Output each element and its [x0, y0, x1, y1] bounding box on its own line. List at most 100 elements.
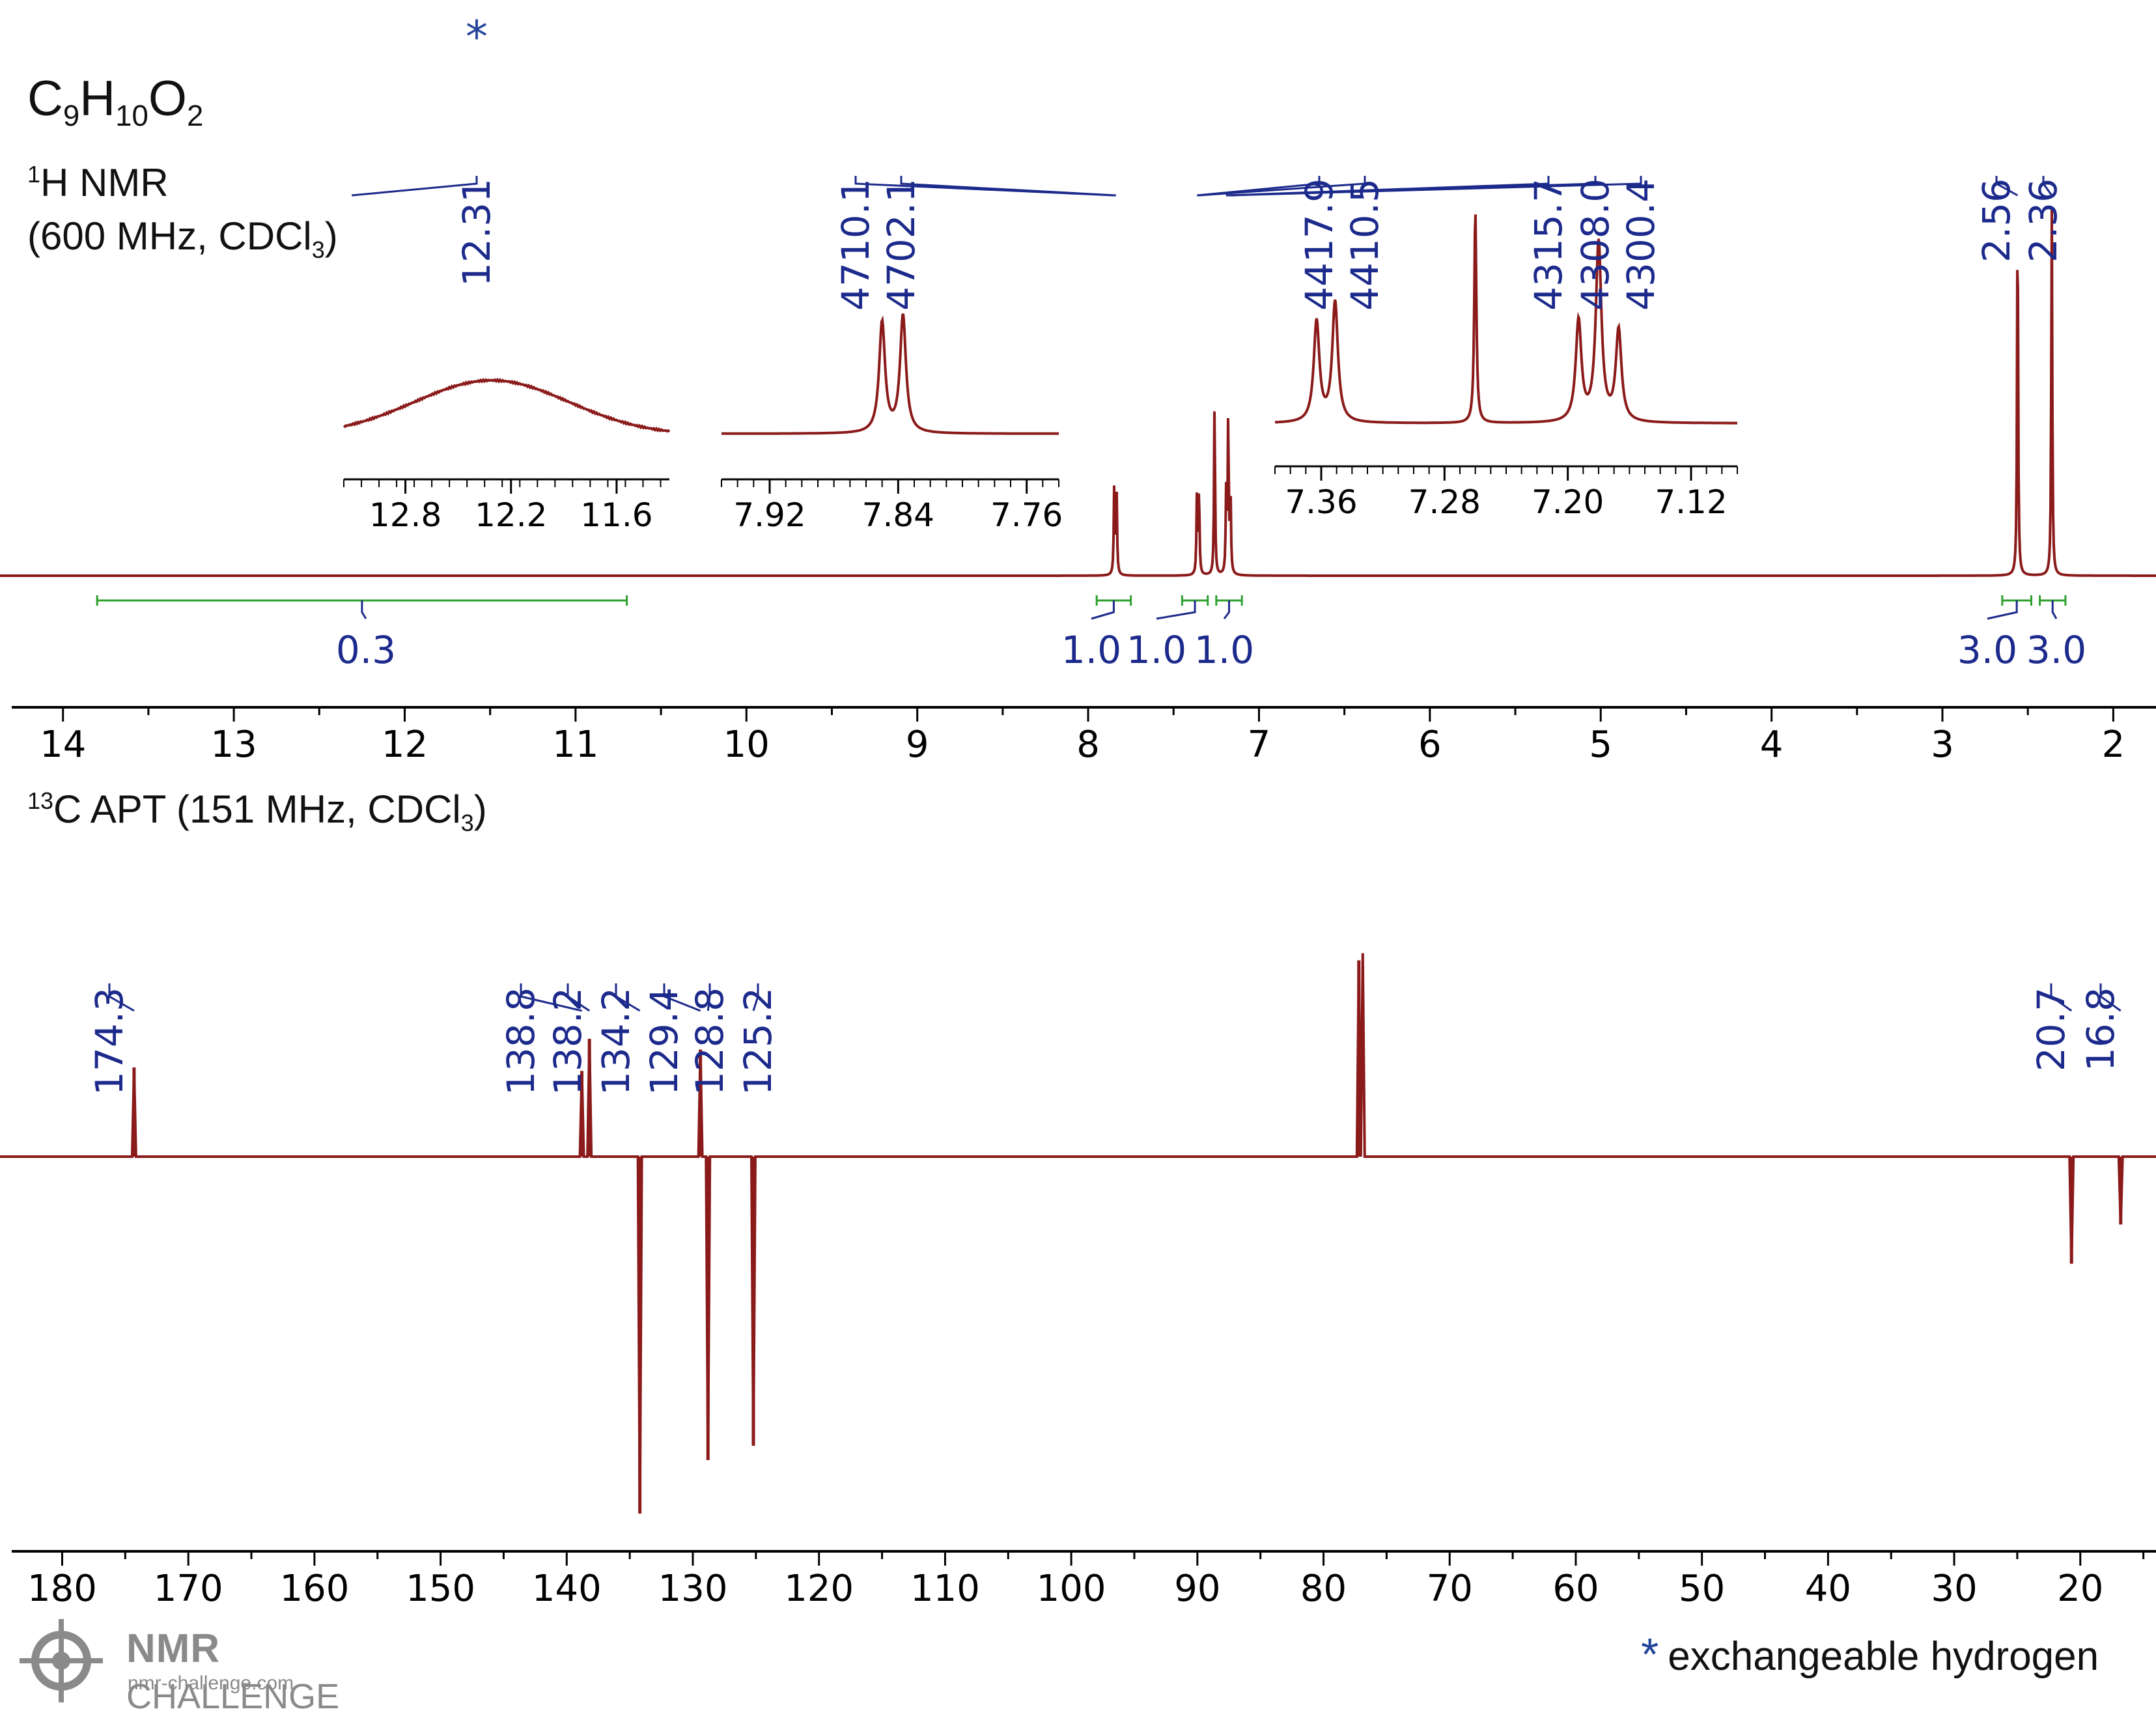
integral-leader	[1987, 600, 2018, 620]
integral-leader	[2051, 600, 2058, 619]
c-tick-label: 80	[1300, 1568, 1347, 1610]
c-spectrum-trace	[0, 953, 2156, 1514]
h-spectrum-trace	[0, 209, 2156, 577]
c-tick-label: 70	[1427, 1568, 1473, 1610]
integral-value: 3.0	[1957, 628, 2017, 672]
c-peak-leader	[567, 983, 591, 1012]
c-tick-label: 140	[532, 1568, 602, 1610]
h-peak-leader	[1197, 176, 1321, 197]
c-tick-label: 50	[1679, 1568, 1725, 1610]
inset-1-tick-label: 12.8	[369, 496, 441, 534]
integral-leader	[1156, 600, 1196, 620]
integral-value: 1.0	[1127, 628, 1186, 672]
c-peak-label: 134.2	[594, 987, 638, 1095]
c-peak-label: 138.2	[546, 987, 590, 1095]
inset-3-tick-label: 7.12	[1655, 483, 1727, 521]
inset-2-tick-label: 7.92	[733, 496, 805, 534]
c-tick-label: 60	[1552, 1568, 1599, 1610]
h-tick-label: 13	[210, 724, 257, 766]
h-tick-label: 2	[2102, 724, 2125, 766]
h-tick-label: 10	[723, 724, 770, 766]
h-peak-label: 4315.7	[1526, 178, 1571, 311]
c-apt-title: 13C APT (151 MHz, CDCl3)	[27, 787, 487, 836]
c-peak-leader	[707, 983, 711, 1011]
c-tick-label: 100	[1037, 1568, 1106, 1610]
inset-1-trace	[343, 378, 671, 433]
h-peak-label: 12.31	[455, 178, 499, 287]
legend-star: *	[1641, 1629, 1659, 1680]
c-peak-label: 16.8	[2079, 987, 2123, 1071]
c-peak-label: 129.4	[642, 987, 686, 1095]
integral-value: 0.3	[336, 628, 396, 672]
c-peak-label: 20.7	[2029, 987, 2073, 1071]
h-peak-leader	[1225, 176, 1550, 197]
c-tick-label: 110	[910, 1568, 980, 1610]
c-tick-label: 20	[2057, 1568, 2103, 1610]
c-peak-leader	[663, 983, 701, 1012]
c-peak-label: 138.8	[499, 987, 543, 1095]
h-peak-leader	[352, 176, 478, 197]
exchangeable-legend: *exchangeable hydrogen	[1641, 1628, 2099, 1680]
exchangeable-star: *	[466, 12, 488, 63]
h-nmr-title: 1H NMR	[27, 161, 169, 204]
integral-value: 3.0	[2026, 628, 2086, 672]
c-peak-leader	[752, 983, 759, 1011]
c-peak-leader	[108, 983, 135, 1012]
h-peak-leader	[900, 176, 1116, 197]
h-peak-label: 4308.0	[1573, 178, 1617, 311]
c-tick-label: 180	[27, 1568, 97, 1610]
inset-3-tick-label: 7.36	[1285, 483, 1357, 521]
integral-leader	[361, 600, 367, 619]
h-tick-label: 8	[1076, 724, 1100, 766]
h-peak-label: 4410.5	[1343, 178, 1387, 311]
h-tick-label: 9	[906, 724, 929, 766]
inset-3-tick-label: 7.20	[1532, 483, 1604, 521]
inset-2-trace	[721, 313, 1059, 435]
c-tick-label: 170	[154, 1568, 223, 1610]
h-tick-label: 4	[1760, 724, 1784, 766]
integral-leader	[1091, 600, 1115, 620]
legend-text: exchangeable hydrogen	[1668, 1634, 2099, 1679]
h-peak-label: 2.56	[1974, 178, 2019, 262]
inset-1-tick-label: 11.6	[580, 496, 652, 534]
c-peak-label: 174.3	[87, 987, 132, 1095]
integral-leader	[1223, 600, 1231, 619]
c-peak-leader	[615, 983, 641, 1012]
h-tick-label: 3	[1931, 724, 1954, 766]
nmr-challenge-logo: NMR CHALLENGE nmr-challenge.com	[14, 1614, 353, 1716]
c-peak-leader	[2050, 983, 2073, 1012]
h-peak-leader	[1995, 176, 2019, 197]
h-tick-label: 7	[1248, 724, 1271, 766]
h-tick-label: 11	[552, 724, 598, 766]
c-peak-label: 125.2	[736, 987, 780, 1095]
h-tick-label: 12	[382, 724, 428, 766]
integral-value: 1.0	[1194, 628, 1254, 672]
integral-value: 1.0	[1061, 628, 1121, 672]
h-peak-label: 4417.9	[1297, 178, 1341, 311]
h-peak-label: 4710.1	[833, 178, 878, 311]
inset-1-tick-label: 12.2	[475, 496, 547, 534]
molecular-formula: C9H10O2	[27, 71, 204, 133]
logo-url: nmr-challenge.com	[128, 1672, 294, 1694]
h-peak-leader	[1199, 176, 1366, 197]
h-tick-label: 14	[40, 724, 86, 766]
inset-3-trace	[1275, 214, 1737, 425]
c-tick-label: 120	[784, 1568, 854, 1610]
c-tick-label: 160	[279, 1568, 349, 1610]
c-tick-label: 150	[406, 1568, 475, 1610]
c-peak-leader	[2099, 983, 2121, 1012]
h-peak-leader	[2042, 176, 2053, 196]
c-tick-label: 40	[1805, 1568, 1851, 1610]
inset-2-tick-label: 7.84	[862, 496, 934, 534]
c-peak-label: 128.8	[688, 987, 732, 1095]
h-peak-label: 4300.4	[1619, 178, 1663, 311]
inset-2-tick-label: 7.76	[990, 496, 1063, 534]
h-peak-leader	[1230, 176, 1642, 197]
h-nmr-conditions: (600 MHz, CDCl3)	[27, 214, 338, 263]
h-peak-label: 2.36	[2021, 178, 2065, 262]
logo-brand: NMR CHALLENGE	[126, 1626, 340, 1716]
c-tick-label: 90	[1174, 1568, 1220, 1610]
inset-3-tick-label: 7.28	[1408, 483, 1481, 521]
h-tick-label: 6	[1418, 724, 1442, 766]
